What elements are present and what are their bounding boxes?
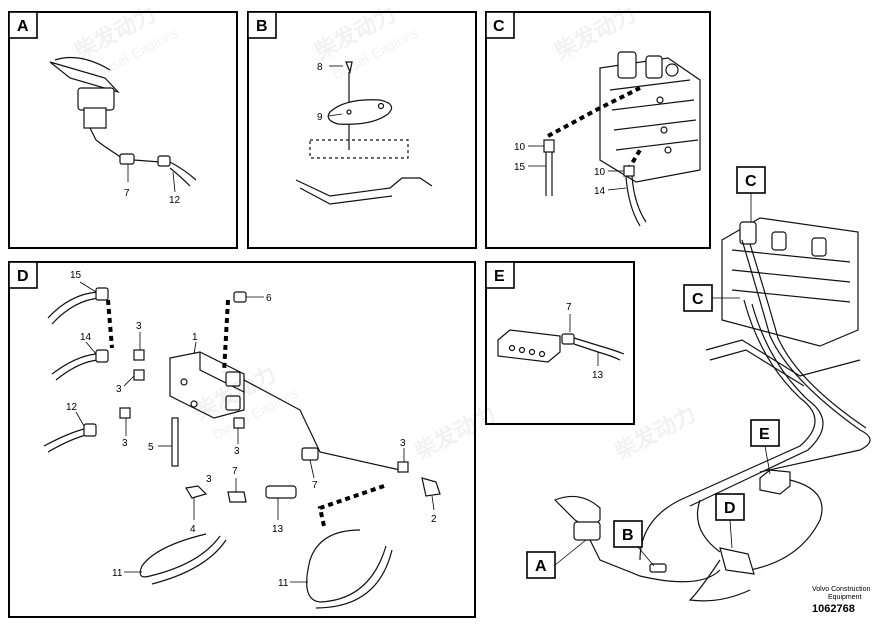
panel-d-tag-box xyxy=(8,261,38,289)
panel-e-tag-box xyxy=(485,261,515,289)
panel-e-callout-13: 13 xyxy=(592,370,604,381)
panel-c-callout-10a: 10 xyxy=(514,142,526,153)
overview-tag-a: A xyxy=(535,558,547,575)
panel-c-callout-15: 15 xyxy=(514,162,526,173)
overview-tag-a-box xyxy=(526,551,556,579)
panel-d-callout-7b: 7 xyxy=(312,480,318,491)
panel-d-callout-12: 12 xyxy=(66,402,78,413)
panel-d-callout-3a: 3 xyxy=(136,321,142,332)
panel-d-callout-15: 15 xyxy=(70,270,82,281)
overview-tag-c2: C xyxy=(692,291,704,308)
footer-company-line2: Equipment xyxy=(828,594,862,601)
panel-d-callout-2: 2 xyxy=(431,514,437,525)
panel-b-callout-8: 8 xyxy=(317,62,323,73)
control-valve-drawing xyxy=(599,51,701,183)
panel-d-callout-14: 14 xyxy=(80,332,92,343)
overview-tag-d-box xyxy=(715,493,745,521)
overview-tag-c2-box xyxy=(683,284,713,312)
panel-c-callout-14: 14 xyxy=(594,186,606,197)
panel-d-callout-13: 13 xyxy=(272,524,284,535)
panel-a-tag: A xyxy=(17,18,29,35)
plate-drawing xyxy=(295,61,433,205)
panel-d-callout-3e: 3 xyxy=(400,438,406,449)
panel-d-callout-3c: 3 xyxy=(122,438,128,449)
panel-d-callout-7a: 7 xyxy=(232,466,238,477)
panel-d-callout-5: 5 xyxy=(148,442,154,453)
panel-a: A 7 12 xyxy=(8,11,238,249)
panel-e: E 7 13 xyxy=(485,261,635,425)
panel-c-callout-10b: 10 xyxy=(594,167,606,178)
panel-d-callout-11a: 11 xyxy=(112,568,123,579)
panel-c-tag: C xyxy=(493,18,505,35)
panel-a-tag-box xyxy=(8,11,38,39)
overview-tag-d: D xyxy=(724,500,736,517)
panel-b-callout-9: 9 xyxy=(317,112,323,123)
distribution-block-drawing xyxy=(497,329,625,363)
panel-a-callout-12: 12 xyxy=(169,195,181,206)
overview-tag-e: E xyxy=(759,426,770,443)
panel-d-callout-6: 6 xyxy=(266,293,272,304)
panel-d-callout-4: 4 xyxy=(190,524,196,535)
joystick-pedal-drawing xyxy=(49,57,197,187)
panel-e-callout-7: 7 xyxy=(566,302,572,313)
panel-b-tag: B xyxy=(256,18,268,35)
panel-c: C 10 15 10 14 xyxy=(485,11,711,249)
valve-block-drawing xyxy=(169,351,245,467)
panel-d-hoses xyxy=(43,287,441,609)
panel-c-tag-box xyxy=(485,11,515,39)
footer-company-line1: Volvo Construction xyxy=(812,586,870,593)
overview-tag-b-box xyxy=(613,520,643,548)
panel-d: D xyxy=(8,261,476,618)
panel-d-callout-3d: 3 xyxy=(234,446,240,457)
panel-d-callout-11b: 11 xyxy=(278,578,289,589)
panel-d-callout-3b: 3 xyxy=(116,384,122,395)
footer-drawing-number: 1062768 xyxy=(812,603,855,615)
panel-d-callout-1: 1 xyxy=(192,332,198,343)
overview-tag-c1: C xyxy=(745,173,757,190)
overview-tag-b: B xyxy=(622,527,634,544)
panel-b: B 8 9 xyxy=(247,11,477,249)
panel-d-tag: D xyxy=(17,268,29,285)
overview-drawing xyxy=(553,217,871,602)
panel-d-callout-3f: 3 xyxy=(206,474,212,485)
panel-b-tag-box xyxy=(247,11,277,39)
panel-e-tag: E xyxy=(494,268,505,285)
panel-a-callout-7: 7 xyxy=(124,188,130,199)
